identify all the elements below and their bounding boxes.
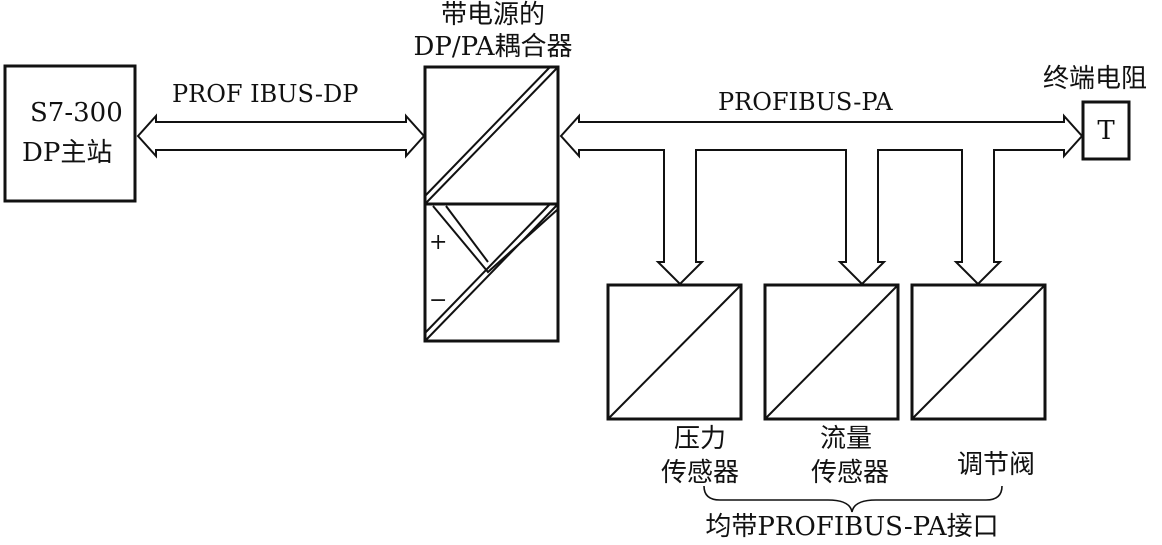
device-flow-label-line2: 传感器 [810,458,889,488]
device-pressure-sensor [606,283,743,421]
pa-bus-arrow [559,113,1084,286]
terminator-box [1081,100,1131,161]
coupler-minus-sign: − [429,288,448,313]
master-label-line2: DP主站 [22,138,113,168]
brace-note: 均带PROFIBUS-PA接口 [705,512,999,542]
dp-bus-arrow [136,113,426,159]
coupler-upper-diagonal [424,66,559,205]
coupler-lower-diagonal [424,203,559,342]
master-label-line1: S7-300 [30,98,123,128]
devices-brace [703,485,1003,513]
pa-bus-label: PROFIBUS-PA [718,88,893,116]
coupler-power-v [432,205,558,274]
device-pressure-label-line1: 压力 [673,424,726,454]
dp-pa-coupler [423,65,560,343]
device-valve-label-line2: 调节阀 [956,450,1035,480]
device-flow-label-line1: 流量 [819,424,872,454]
coupler-plus-sign: + [429,230,448,255]
device-pressure-label-line2: 传感器 [660,458,739,488]
terminator-symbol: T [1097,116,1115,146]
master-station-box [3,64,137,203]
coupler-lower-box [423,202,560,343]
terminator-title: 终端电阻 [1043,64,1148,94]
dp-bus-label: PROF IBUS-DP [172,80,359,108]
coupler-title-line2: DP/PA耦合器 [413,32,573,62]
device-control-valve [910,283,1047,421]
device-flow-sensor [763,283,900,421]
coupler-title-line1: 带电源的 [440,0,545,30]
